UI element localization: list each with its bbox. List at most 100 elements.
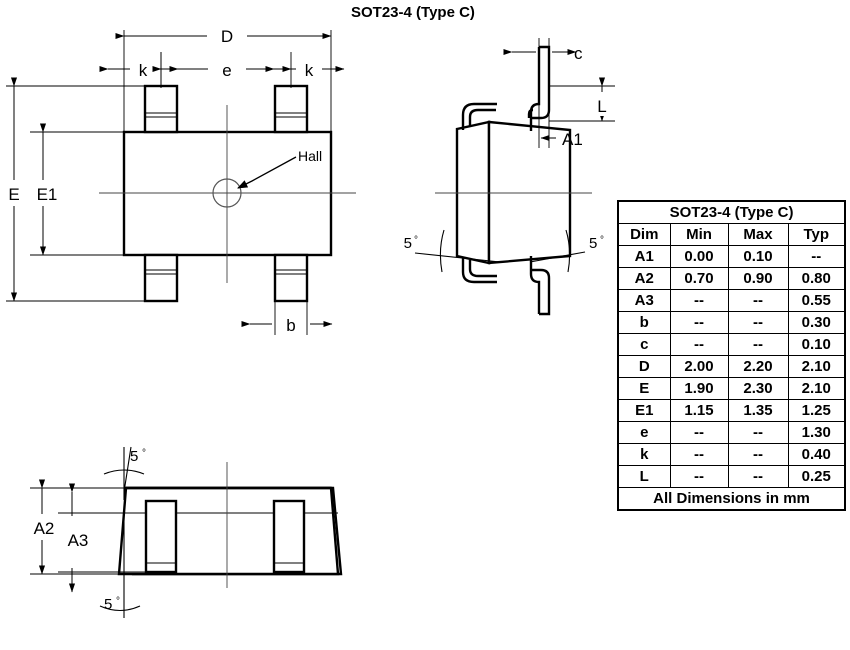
dimension-e: e — [152, 52, 292, 88]
lead-side-lower-outline — [531, 268, 551, 316]
hall-label: Hall — [298, 148, 322, 164]
dimension-A1: A1 — [538, 112, 583, 149]
package-body-top — [122, 130, 333, 257]
top-view: Hall D k e — [3, 24, 356, 335]
dimension-label-k-right: k — [305, 61, 314, 80]
dimension-b: b — [241, 290, 333, 335]
angle-front-bottom-arc — [99, 605, 141, 612]
lead-front-left — [144, 499, 178, 574]
cell-dim: E — [617, 377, 671, 400]
cell-min: -- — [669, 443, 729, 466]
cell-typ: 1.30 — [787, 421, 846, 444]
cell-typ: 0.25 — [787, 465, 846, 488]
cell-typ: 0.80 — [787, 267, 846, 290]
dimension-k-left: k — [99, 52, 179, 88]
dimension-E: E — [3, 77, 150, 302]
dimension-label-e: e — [222, 61, 231, 80]
cell-dim: b — [617, 311, 671, 334]
table-row: e -- -- 1.30 — [617, 421, 846, 444]
cell-min: -- — [669, 311, 729, 334]
dimension-label-E1: E1 — [37, 185, 58, 204]
cell-typ: -- — [787, 245, 846, 268]
table-row: L -- -- 0.25 — [617, 465, 846, 488]
table-row: b -- -- 0.30 — [617, 311, 846, 334]
lead-side-upper-inner — [527, 108, 534, 118]
angle-front-bottom: 5 ° — [99, 596, 141, 613]
cell-dim: A1 — [617, 245, 671, 268]
drawing-title: SOT23-4 (Type C) — [351, 4, 475, 21]
dimension-label-E: E — [8, 185, 19, 204]
table-row: A1 0.00 0.10 -- — [617, 245, 846, 268]
dimension-label-k-left: k — [139, 61, 148, 80]
cell-max: -- — [727, 311, 789, 334]
cell-dim: E1 — [617, 399, 671, 422]
spec-table-container: SOT23-4 (Type C) Dim Min Max Typ A1 0.00… — [617, 200, 847, 511]
cell-max: 0.10 — [727, 245, 789, 268]
lead-top-left — [143, 84, 179, 134]
cell-min: -- — [669, 465, 729, 488]
draft-edge-left — [118, 487, 127, 575]
table-row: A2 0.70 0.90 0.80 — [617, 267, 846, 290]
hall-leader-line — [237, 156, 297, 189]
table-row: A3 -- -- 0.55 — [617, 289, 846, 312]
lead-bottom-left — [143, 253, 179, 303]
dimension-L: L — [549, 77, 615, 122]
dimension-label-L: L — [597, 97, 606, 116]
lead-side-upper-rear-outer — [461, 102, 497, 130]
dimension-E1: E1 — [30, 123, 130, 256]
cell-max: -- — [727, 443, 789, 466]
cell-max: 2.20 — [727, 355, 789, 378]
cell-max: 2.30 — [727, 377, 789, 400]
lead-front-right — [272, 499, 306, 574]
dimension-A2: A2 — [25, 479, 126, 575]
dimension-k-right: k — [265, 61, 345, 80]
table-row: D 2.00 2.20 2.10 — [617, 355, 846, 378]
cell-dim: A2 — [617, 267, 671, 290]
cell-max: -- — [727, 421, 789, 444]
angle-label-side-left: 5 — [404, 235, 412, 252]
angle-degree-front-bottom: ° — [116, 596, 120, 607]
lead-side-lower-rear — [468, 260, 497, 278]
dimension-c: c — [503, 38, 583, 112]
angle-side-right-arc — [565, 229, 571, 273]
cell-typ: 1.25 — [787, 399, 846, 422]
dimension-label-c: c — [574, 44, 583, 63]
hall-element-circle — [212, 178, 242, 208]
draft-slope-top — [123, 446, 132, 493]
cell-typ: 0.55 — [787, 289, 846, 312]
cell-typ: 2.10 — [787, 377, 846, 400]
cell-min: 0.70 — [669, 267, 729, 290]
angle-side-left-ref — [414, 252, 501, 263]
dimension-label-D: D — [221, 27, 233, 46]
spec-table-title: SOT23-4 (Type C) — [617, 200, 846, 224]
cell-min: 2.00 — [669, 355, 729, 378]
spec-table-title-row: SOT23-4 (Type C) — [617, 200, 846, 224]
dimension-label-b: b — [286, 316, 295, 335]
angle-side-right-ref — [529, 251, 586, 263]
cell-max: -- — [727, 289, 789, 312]
dimension-label-A3: A3 — [68, 531, 89, 550]
column-header-dim: Dim — [617, 223, 671, 246]
dimension-label-A1: A1 — [562, 130, 583, 149]
package-body-side-front-face — [487, 120, 572, 265]
cell-dim: e — [617, 421, 671, 444]
angle-side-right: 5 ° — [529, 229, 604, 273]
angle-side-left: 5 ° — [404, 229, 501, 273]
table-row: k -- -- 0.40 — [617, 443, 846, 466]
angle-side-left-arc — [439, 229, 445, 273]
side-view: c L A1 5 ° — [404, 38, 615, 316]
spec-table: SOT23-4 (Type C) Dim Min Max Typ A1 0.00… — [617, 200, 847, 511]
angle-degree-side-left: ° — [414, 235, 418, 246]
cell-min: 0.00 — [669, 245, 729, 268]
cell-max: -- — [727, 465, 789, 488]
angle-degree-front-top: ° — [142, 448, 146, 459]
cell-min: -- — [669, 333, 729, 356]
lead-bottom-right — [273, 253, 309, 303]
angle-label-side-right: 5 — [589, 235, 597, 252]
column-header-min: Min — [669, 223, 729, 246]
cell-max: 1.35 — [727, 399, 789, 422]
cell-typ: 2.10 — [787, 355, 846, 378]
cell-dim: L — [617, 465, 671, 488]
